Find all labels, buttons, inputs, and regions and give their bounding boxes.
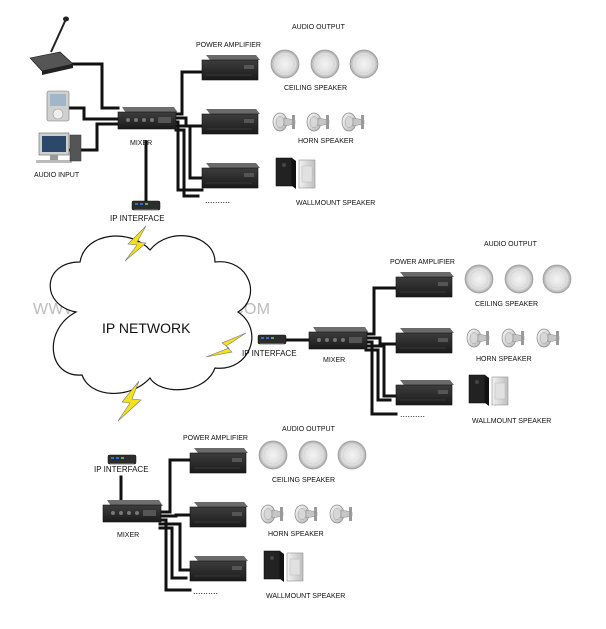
audio-output-label: AUDIO OUTPUT bbox=[292, 24, 346, 31]
ceiling-speaker-icon bbox=[310, 49, 340, 79]
ip-interface-label: IP INTERFACE bbox=[94, 465, 149, 474]
audio-output-label: AUDIO OUTPUT bbox=[484, 241, 538, 248]
horn-speaker-icon bbox=[341, 112, 365, 132]
horn-speaker-icon bbox=[294, 504, 318, 524]
cloud-icon bbox=[49, 235, 253, 394]
more-indicator: .......... bbox=[193, 586, 218, 596]
horn-speaker-label: HORN SPEAKER bbox=[476, 356, 532, 363]
bottom-site: IP INTERFACE MIXER POWER AMPLIFIER AUDIO… bbox=[94, 426, 367, 600]
horn-speaker-icon bbox=[329, 504, 353, 524]
ip-interface-icon bbox=[257, 334, 287, 345]
mixer-icon bbox=[117, 106, 179, 130]
wallmount-speaker-label: WALLMOUNT SPEAKER bbox=[296, 200, 375, 207]
ceiling-speaker-icon bbox=[258, 440, 288, 470]
amplifier-icon bbox=[189, 555, 249, 582]
ceiling-speaker-icon bbox=[298, 440, 328, 470]
ceiling-speaker-icon bbox=[270, 49, 300, 79]
amplifier-icon bbox=[201, 162, 261, 189]
lightning-icon bbox=[205, 332, 247, 358]
horn-speaker-icon bbox=[536, 328, 560, 348]
wallmount-speaker-icon bbox=[263, 550, 304, 583]
wallmount-speaker-label: WALLMOUNT SPEAKER bbox=[472, 418, 551, 425]
ip-interface-label: IP INTERFACE bbox=[110, 214, 165, 223]
wallmount-speaker-icon bbox=[275, 157, 316, 190]
right-site: IP INTERFACE MIXER POWER AMPLIFIER AUDIO… bbox=[242, 241, 572, 425]
ceiling-speaker-icon bbox=[464, 264, 494, 294]
lightning-icon bbox=[117, 380, 142, 422]
horn-speaker-icon bbox=[466, 328, 490, 348]
horn-speaker-label: HORN SPEAKER bbox=[268, 531, 324, 538]
ceiling-speaker-icon bbox=[504, 264, 534, 294]
horn-speaker-icon bbox=[501, 328, 525, 348]
ceiling-speaker-label: CEILING SPEAKER bbox=[284, 85, 347, 92]
audio-input-label: AUDIO INPUT bbox=[34, 172, 80, 179]
power-amplifier-label: POWER AMPLIFIER bbox=[390, 259, 455, 266]
amplifier-icon bbox=[395, 327, 455, 354]
mixer-icon bbox=[102, 499, 164, 523]
amplifier-icon bbox=[189, 447, 249, 474]
wallmount-speaker-icon bbox=[468, 374, 509, 407]
mixer-label: MIXER bbox=[117, 532, 139, 539]
horn-speaker-icon bbox=[260, 504, 284, 524]
ip-interface-icon bbox=[107, 454, 137, 465]
mixer-icon bbox=[308, 326, 370, 350]
mixer-label: MIXER bbox=[323, 357, 345, 364]
lightning-icon bbox=[124, 225, 147, 262]
ceiling-speaker-label: CEILING SPEAKER bbox=[475, 301, 538, 308]
amplifier-icon bbox=[201, 108, 261, 135]
source-site: AUDIO INPUT MIXER IP INTERFACE POWER AMP… bbox=[29, 16, 379, 223]
ceiling-speaker-icon bbox=[337, 440, 367, 470]
ceiling-speaker-icon bbox=[542, 264, 572, 294]
horn-speaker-label: HORN SPEAKER bbox=[298, 138, 354, 145]
horn-speaker-icon bbox=[272, 112, 296, 132]
amplifier-icon bbox=[395, 379, 455, 406]
power-amplifier-label: POWER AMPLIFIER bbox=[183, 435, 248, 442]
ip-interface-icon bbox=[131, 200, 161, 211]
computer-icon bbox=[36, 132, 82, 163]
ceiling-speaker-icon bbox=[349, 49, 379, 79]
audio-output-label: AUDIO OUTPUT bbox=[282, 426, 336, 433]
ip-interface-label: IP INTERFACE bbox=[242, 349, 297, 358]
more-indicator: .......... bbox=[205, 195, 230, 205]
power-amplifier-label: POWER AMPLIFIER bbox=[196, 42, 261, 49]
ceiling-speaker-label: CEILING SPEAKER bbox=[272, 477, 335, 484]
amplifier-icon bbox=[201, 54, 261, 81]
wallmount-speaker-label: WALLMOUNT SPEAKER bbox=[266, 593, 345, 600]
mixer-label: MIXER bbox=[130, 140, 152, 147]
music-player-icon bbox=[46, 90, 70, 122]
amplifier-icon bbox=[395, 271, 455, 298]
amplifier-icon bbox=[189, 501, 249, 528]
horn-speaker-icon bbox=[306, 112, 330, 132]
microphone-icon bbox=[29, 16, 74, 75]
more-indicator: .......... bbox=[400, 409, 425, 419]
network-label: IP NETWORK bbox=[102, 320, 191, 336]
